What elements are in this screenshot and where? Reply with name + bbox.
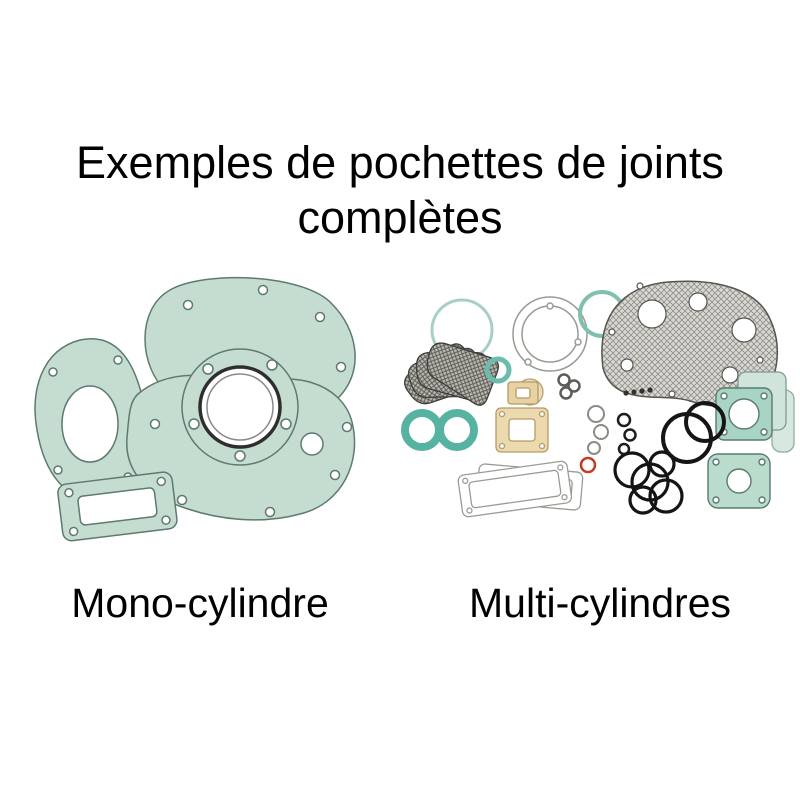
mono-cylinder-figure: Mono-cylindre (0, 272, 400, 627)
page-title: Exemples de pochettes de joints complète… (76, 136, 724, 246)
multi-cylinder-gasket-kit-illustration (401, 280, 795, 518)
title-line-2: complètes (297, 191, 503, 243)
mono-cylinder-art-box (20, 272, 380, 564)
title-line-1: Exemples de pochettes de joints (76, 137, 724, 188)
multi-cylinder-art-box (400, 272, 800, 564)
multi-cylinder-label: Multi-cylindres (469, 579, 731, 626)
gasket-kit-figures: Mono-cylindre (0, 272, 800, 627)
mono-cylinder-gasket-kit-illustration (34, 276, 356, 542)
multi-cylinder-figure: Multi-cylindres (400, 272, 800, 627)
mono-cylinder-label: Mono-cylindre (71, 579, 329, 626)
